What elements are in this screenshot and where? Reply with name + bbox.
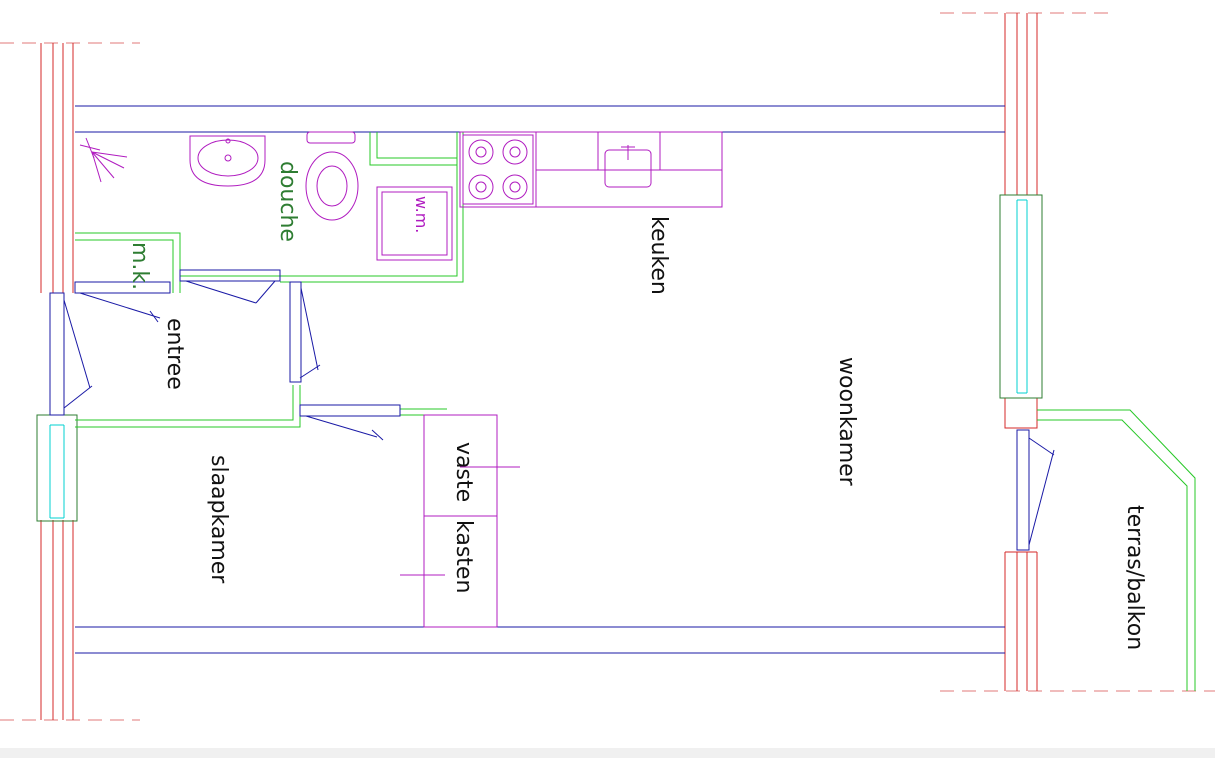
window-right [999,194,1043,399]
window-left [36,414,78,522]
label-terras-balkon: terras/balkon [1122,505,1147,650]
label-mk: m.k. [127,242,152,290]
kitchen-counter [459,131,723,208]
partitions [75,132,1196,691]
label-keuken: keuken [646,216,671,295]
bottom-bar [0,748,1215,758]
cooktop-icon [462,134,534,205]
bathroom-fixtures [189,131,453,261]
label-entree: entree [162,318,187,390]
built-in-wardrobes [400,414,520,628]
toilet-icon [306,131,356,144]
shower-icon [79,137,128,183]
label-woonkamer: woonkamer [834,357,859,487]
doors [49,269,1055,551]
right-facade-wall [1004,13,1038,691]
left-facade-wall [40,43,74,720]
label-vaste: vaste [451,442,476,502]
washing-machine-icon [376,186,453,261]
label-douche: douche [275,161,300,242]
washbasin-icon [189,135,266,187]
label-kasten: kasten [451,520,476,593]
label-wm: w.m. [412,196,431,233]
facade-dashes [0,12,1215,721]
label-slaapkamer: slaapkamer [206,455,231,584]
